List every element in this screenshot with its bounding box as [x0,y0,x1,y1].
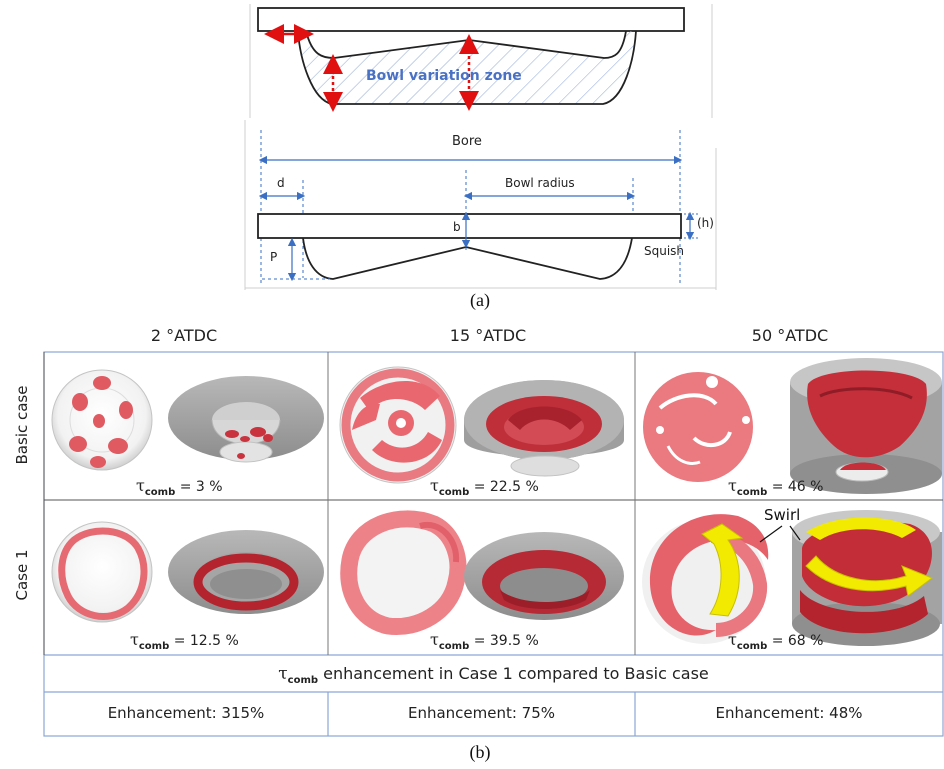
enhancement-3: Enhancement: 48% [715,704,863,722]
row-header-case1: Case 1 [13,549,31,601]
tau-case1-1: τcomb = 12.5 % [130,630,239,652]
bowl-profile-lower [302,237,633,280]
tau-basic-2: τcomb = 22.5 % [430,476,539,498]
b-label: b [453,220,461,234]
case1-50atdc-iso-view [792,510,942,646]
case1-15atdc-iso-view [464,532,624,620]
col-header-3: 50 °ATDC [751,326,829,345]
h-label: (h) [697,216,714,230]
swirl-label: Swirl [764,506,801,524]
piston-top-plate [257,7,685,32]
enhancement-2: Enhancement: 75% [407,704,556,722]
col-header-1: 2 °ATDC [150,326,218,345]
case1-50atdc-top-view [642,514,769,644]
caption-a: (a) [470,290,490,310]
caption-b: (b) [469,742,491,762]
row-header-basic: Basic case [13,385,31,465]
piston-plate-lower [257,213,682,239]
bore-label: Bore [452,134,482,149]
tau-basic-3: τcomb = 46 % [728,476,824,498]
basic-2atdc-iso-view [168,376,324,463]
p-label: P [270,250,278,264]
tau-case1-3: τcomb = 68 % [728,630,824,652]
basic-50atdc-top-view [643,372,753,482]
bowl-diagram-a [244,4,717,290]
case1-2atdc-iso-view [168,530,324,614]
zone-label: Bowl variation zone [366,68,522,84]
bowl-radius-label: Bowl radius [505,176,575,190]
enhancement-title: τcomb enhancement in Case 1 compared to … [278,664,709,687]
tau-case1-2: τcomb = 39.5 % [430,630,539,652]
col-header-2: 15 °ATDC [449,326,527,345]
squish-label: Squish [644,244,685,258]
basic-15atdc-iso-view [464,380,624,477]
d-label: d [277,176,285,190]
basic-15atdc-top-view [339,366,457,484]
tau-basic-1: τcomb = 3 % [136,476,223,498]
enhancement-1: Enhancement: 315% [107,704,265,722]
basic-50atdc-iso-view [790,358,942,494]
case1-15atdc-top-view [340,510,467,636]
flame-grid [43,351,944,737]
case1-2atdc-top-view [51,521,153,623]
basic-2atdc-top-view [51,369,153,471]
